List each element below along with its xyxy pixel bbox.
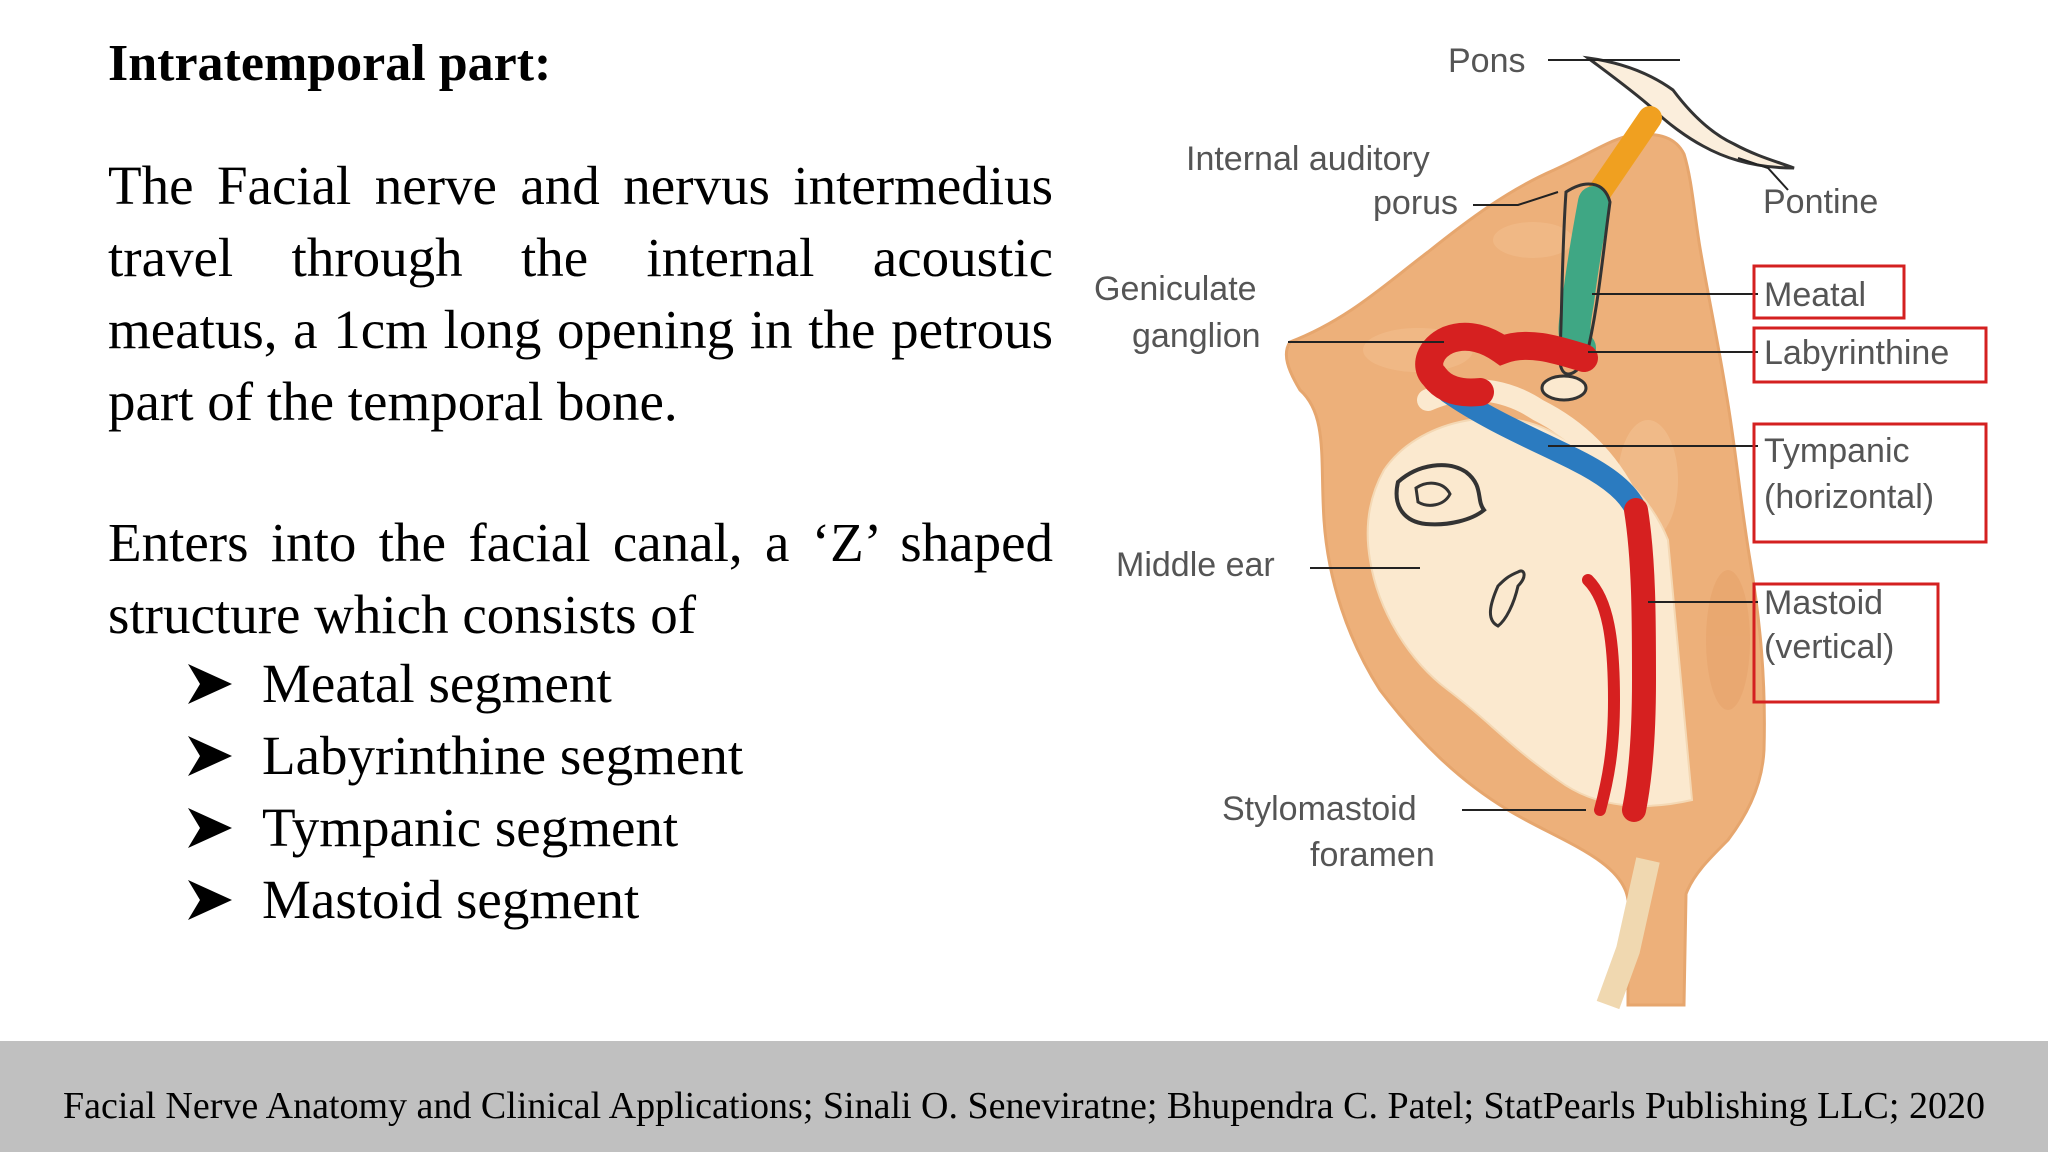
intro-paragraph: The Facial nerve and nervus intermedius … (108, 155, 1053, 432)
tympanic-segment (1437, 381, 1647, 521)
segment-label: Mastoid segment (262, 869, 640, 930)
label-meatal: Meatal (1764, 276, 1866, 314)
segment-label: Meatal segment (262, 653, 612, 714)
mastoid-segment (1622, 498, 1657, 822)
label-foramen: foramen (1310, 836, 1435, 874)
mastoid-highlight-box (1752, 582, 1940, 704)
facial-nerve-diagram: Pons Internal auditory porus Pontine Gen… (1088, 20, 2018, 1010)
segment-list: Meatal segment Labyrinthine segment Tymp… (188, 648, 743, 936)
vestibule-shape (1540, 374, 1588, 402)
labyrinthine-highlight-box (1752, 326, 1988, 384)
citation-text: Facial Nerve Anatomy and Clinical Applic… (63, 1085, 1985, 1127)
highlight-boxes (1752, 264, 1988, 704)
facial-nerve-diagram-svg: Pons Internal auditory porus Pontine Gen… (1094, 42, 1988, 1010)
ear-structure (1489, 569, 1526, 628)
canal-paragraph: Enters into the facial canal, a ‘Z’ shap… (108, 512, 1053, 645)
label-horizontal: (horizontal) (1764, 478, 1934, 516)
tympanic-highlight-box (1752, 422, 1988, 544)
label-labyrinthine: Labyrinthine (1764, 334, 1949, 372)
list-item: Mastoid segment (188, 864, 743, 936)
ossicle-shape (1394, 463, 1487, 527)
leader-lines (1288, 59, 1789, 811)
label-ganglion: ganglion (1132, 317, 1261, 355)
label-pontine: Pontine (1763, 183, 1878, 221)
label-tympanic: Tympanic (1764, 432, 1910, 470)
label-mastoid: Mastoid (1764, 584, 1883, 622)
label-geniculate: Geniculate (1094, 270, 1257, 308)
label-internal-auditory: Internal auditory (1186, 140, 1430, 178)
label-pons: Pons (1448, 42, 1526, 80)
footer-bar: Facial Nerve Anatomy and Clinical Applic… (0, 1041, 2048, 1152)
list-item: Tympanic segment (188, 792, 743, 864)
label-porus: porus (1373, 184, 1458, 222)
segment-label: Labyrinthine segment (262, 725, 744, 786)
stylomastoid-stem (1596, 857, 1660, 1010)
label-stylomastoid: Stylomastoid (1222, 790, 1417, 828)
chorda-branch (1582, 574, 1621, 816)
pontine-segment (1582, 106, 1662, 212)
labyrinthine-segment (1415, 322, 1598, 407)
label-middle-ear: Middle ear (1116, 546, 1275, 584)
list-item: Meatal segment (188, 648, 743, 720)
list-item: Labyrinthine segment (188, 720, 743, 792)
arrow-bullet-icon (188, 664, 232, 704)
slide-heading: Intratemporal part: (108, 35, 552, 92)
arrow-bullet-icon (188, 880, 232, 920)
ossicle-inner (1414, 481, 1452, 507)
arrow-bullet-icon (188, 736, 232, 776)
label-vertical: (vertical) (1764, 628, 1894, 666)
arrow-bullet-icon (188, 808, 232, 848)
diagram-labels: Pons Internal auditory porus Pontine Gen… (1094, 42, 1949, 874)
segment-label: Tympanic segment (262, 797, 679, 858)
meatal-highlight-box (1752, 264, 1906, 320)
meatal-segment (1558, 186, 1610, 364)
